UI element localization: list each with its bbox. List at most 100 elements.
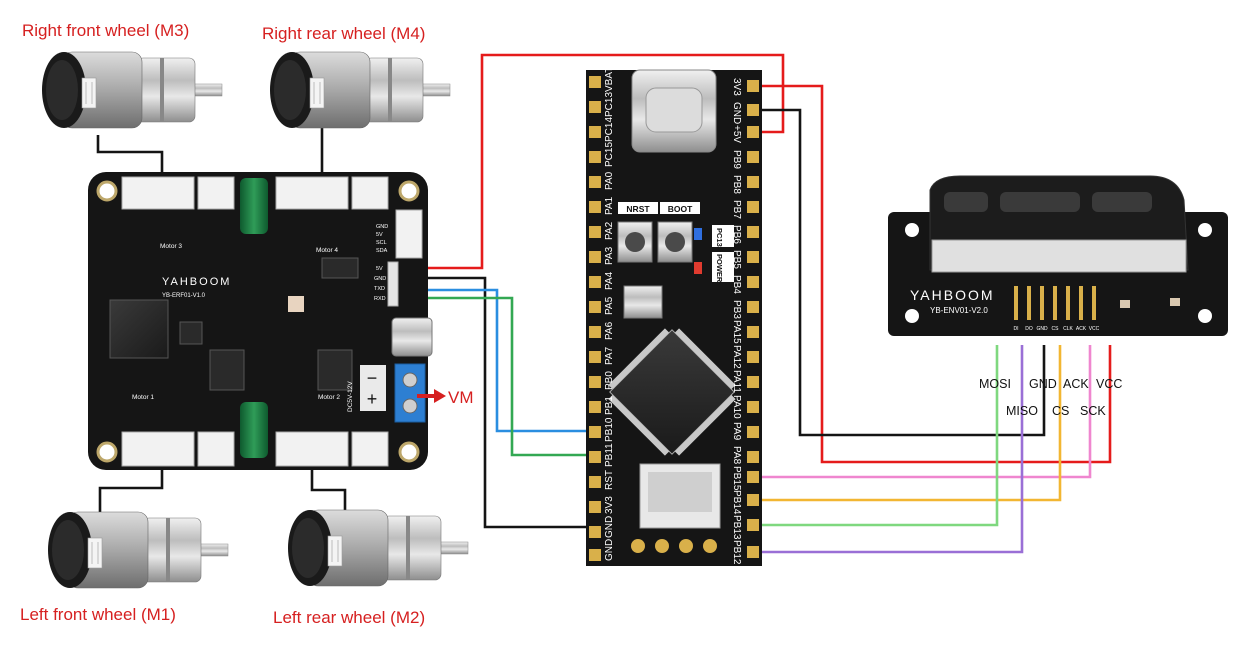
stm32-pin-label: PB9 — [731, 150, 742, 169]
wire-lightgreen — [762, 345, 999, 527]
svg-text:+: + — [367, 389, 378, 409]
wire-gnd-receiver — [762, 108, 1046, 437]
driver-power-label: DC5V-12V — [347, 381, 354, 412]
stm32-pin-label: PB11 — [604, 443, 615, 467]
receiver-pin-label: CLK — [1063, 326, 1073, 332]
stm32-pin-label: GND — [604, 539, 615, 561]
stm32-right-pin-labels: 3V3 GND +5V PB9 PB8 PB7 PB6 PB5 PB4 PB3 … — [731, 78, 742, 565]
stm32-pin-label: +5V — [731, 125, 742, 143]
driver-pin-label: 5V — [376, 232, 383, 238]
power-led-label: POWER — [715, 254, 724, 283]
wire-green — [395, 296, 590, 457]
receiver-pin-label: DO — [1025, 326, 1033, 332]
stm32-pin-label: PB15 — [731, 466, 742, 491]
wire-m1 — [98, 468, 164, 520]
receiver-pin-label: ACK — [1076, 326, 1087, 332]
stm32-pin-label: PA15 — [731, 320, 742, 344]
receiver-header — [1014, 286, 1096, 320]
wire-vcc-red — [762, 84, 1112, 464]
stm32-pin-label: PC13 — [604, 92, 615, 117]
pc13-led-label: PC13 — [715, 228, 724, 247]
stm32-pin-label: PA9 — [731, 422, 742, 441]
vm-label: VM — [448, 388, 474, 407]
receiver-pin-label: GND — [1036, 326, 1048, 332]
driver-pin-label: SDA — [376, 248, 388, 254]
driver-pin-label: 5V — [376, 266, 383, 272]
right-front-wheel-label: Right front wheel (M3) — [22, 21, 190, 40]
stm32-pin-label: PB7 — [731, 200, 742, 219]
stm32-pin-label: PB3 — [731, 300, 742, 319]
wire-gnd-black — [395, 276, 590, 529]
driver-pin-label: GND — [374, 276, 386, 282]
receiver-pin-ack: ACK — [1063, 377, 1089, 391]
stm32-pin-label: PC15 — [604, 142, 615, 167]
stm32-pin-label: RST — [604, 470, 615, 490]
stm32-left-pin-labels: VBAT PC13 PC14 PC15 PA0 PA1 PA2 PA3 PA4 … — [604, 67, 615, 561]
stm32-left-pads — [589, 76, 601, 561]
receiver-pin-gnd: GND — [1029, 377, 1057, 391]
stm32-pin-label: PB14 — [731, 490, 742, 515]
stm32-pin-label: 3V3 — [604, 496, 615, 514]
wire-5v-red — [395, 53, 785, 270]
receiver-brand: YAHBOOM — [910, 287, 995, 303]
driver-motor3-label: Motor 3 — [160, 243, 182, 250]
driver-header-pin-labels: GND 5V SCL SDA 5V GND TXD RXD — [374, 224, 388, 302]
driver-motor2-label: Motor 2 — [318, 394, 340, 401]
receiver-pin-miso: MISO — [1006, 404, 1038, 418]
receiver-pin-label: CS — [1052, 326, 1060, 332]
driver-model: YB-ERF01-V1.0 — [162, 293, 206, 299]
receiver-model: YB-ENV01-V2.0 — [930, 306, 988, 315]
left-front-wheel-label: Left front wheel (M1) — [20, 605, 176, 624]
motor-right-front — [41, 51, 223, 129]
stm32-pin-label: PA8 — [731, 446, 742, 465]
driver-pin-label: SCL — [376, 240, 387, 246]
stm32-pin-label: VBAT — [604, 67, 615, 92]
stm32-pin-label: PA6 — [604, 321, 615, 340]
stm32-pin-label: PA11 — [731, 370, 742, 393]
receiver-pin-label: VCC — [1089, 326, 1100, 332]
wires — [96, 53, 1112, 554]
stm32-pin-label: PA10 — [731, 395, 742, 419]
stm32-pin-label: PB8 — [731, 175, 742, 194]
receiver-pin-vcc: VCC — [1096, 377, 1123, 391]
receiver-pin-cs: CS — [1052, 404, 1070, 418]
stm32-pin-label: PB10 — [604, 417, 615, 442]
stm32-board: VBAT PC13 PC14 PC15 PA0 PA1 PA2 PA3 PA4 … — [586, 67, 762, 566]
stm32-pin-label: PB1 — [604, 396, 615, 415]
motor-left-rear — [287, 509, 469, 587]
nrst-button-label: NRST — [626, 204, 650, 214]
left-rear-wheel-label: Left rear wheel (M2) — [273, 608, 426, 627]
stm32-pin-label: PA5 — [604, 296, 615, 315]
wire-pink — [762, 345, 1092, 479]
driver-motor1-label: Motor 1 — [132, 394, 154, 401]
right-rear-wheel-label: Right rear wheel (M4) — [262, 24, 426, 43]
stm32-pin-label: PB6 — [731, 225, 742, 244]
stm32-pin-label: PA4 — [604, 271, 615, 290]
driver-brand: YAHBOOM — [162, 276, 231, 288]
driver-motor4-label: Motor 4 — [316, 247, 338, 254]
wire-blue — [395, 288, 590, 433]
stm32-pin-label: GND — [731, 102, 742, 124]
stm32-pin-label: PB12 — [731, 540, 742, 565]
motor-driver-board: − + YAHBOOM YB-ERF01-V1.0 Motor 3 Motor … — [88, 172, 433, 470]
receiver-pin-mosi: MOSI — [979, 377, 1011, 391]
stm32-pin-label: 3V3 — [731, 78, 742, 96]
driver-pin-label: GND — [376, 224, 388, 230]
stm32-pin-label: GND — [604, 516, 615, 538]
motor-left-front — [47, 511, 229, 589]
stm32-pin-label: PB0 — [604, 371, 615, 390]
boot-button-label: BOOT — [668, 204, 693, 214]
stm32-pin-label: PA0 — [604, 171, 615, 190]
stm32-pin-label: PB5 — [731, 250, 742, 269]
vm-arrow — [417, 389, 446, 403]
stm32-right-pads — [747, 80, 759, 558]
ps2-receiver-board: DI DO GND CS CLK ACK VCC YAHBOOM YB-ENV0… — [888, 175, 1228, 336]
stm32-pin-label: PC14 — [604, 117, 615, 142]
receiver-pin-sck: SCK — [1080, 404, 1106, 418]
driver-pin-label: TXD — [374, 286, 385, 292]
wire-m2 — [310, 468, 347, 510]
receiver-header-pin-labels: DI DO GND CS CLK ACK VCC — [1014, 326, 1100, 332]
stm32-pin-label: PA7 — [604, 346, 615, 365]
stm32-pin-label: PA2 — [604, 221, 615, 240]
